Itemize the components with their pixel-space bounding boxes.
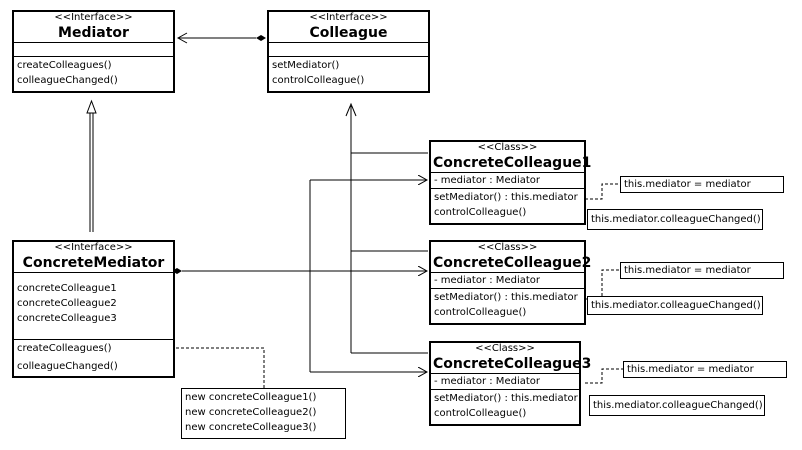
methods-section: createColleagues() colleagueChanged() xyxy=(14,56,173,88)
mediator-colleague-arrows xyxy=(172,180,427,372)
method: colleagueChanged() xyxy=(17,361,118,372)
stereotype: <<Class>> xyxy=(475,343,535,354)
note-cc2-colleague-changed: this.mediator.colleagueChanged() xyxy=(587,296,763,315)
methods-section: setMediator() : this.mediator controlCol… xyxy=(431,389,579,421)
method: controlColleague() xyxy=(272,75,365,86)
attributes-section: concreteColleague1 concreteColleague2 co… xyxy=(14,272,173,339)
methods-section: setMediator() : this.mediator controlCol… xyxy=(431,188,584,220)
methods-section: createColleagues() colleagueChanged() xyxy=(14,339,173,374)
note-line: new concreteColleague1() xyxy=(185,392,317,403)
concrete-mediator-class: <<Interface>> ConcreteMediator concreteC… xyxy=(12,240,175,378)
method: controlColleague() xyxy=(434,207,527,218)
method: setMediator() : this.mediator xyxy=(434,393,578,404)
attributes-section: - mediator : Mediator xyxy=(431,272,584,288)
attribute: concreteColleague3 xyxy=(17,313,117,324)
method: setMediator() : this.mediator xyxy=(434,292,578,303)
note-cc1-colleague-changed: this.mediator.colleagueChanged() xyxy=(587,209,763,230)
attributes-section xyxy=(14,42,173,56)
colleague-class: <<Interface>> Colleague setMediator() co… xyxy=(267,10,430,93)
colleague-inheritance-line xyxy=(345,102,428,354)
attributes-section: - mediator : Mediator xyxy=(431,373,579,389)
method: createColleagues() xyxy=(17,60,112,71)
concrete-mediator-realization xyxy=(86,99,97,232)
note-cc3-colleague-changed: this.mediator.colleagueChanged() xyxy=(589,395,765,416)
method: setMediator() xyxy=(272,60,340,71)
stereotype: <<Interface>> xyxy=(309,12,388,23)
stereotype: <<Class>> xyxy=(477,142,538,153)
mediator-colleague-association xyxy=(176,32,266,44)
note-cc3-set-mediator: this.mediator = mediator xyxy=(623,361,787,378)
class-name: Colleague xyxy=(309,25,388,41)
methods-section: setMediator() : this.mediator controlCol… xyxy=(431,288,584,320)
note-line: new concreteColleague3() xyxy=(185,422,317,433)
concrete-colleague3-class: <<Class>> ConcreteColleague3 - mediator … xyxy=(429,341,592,426)
note-create-colleagues: new concreteColleague1() new concreteCol… xyxy=(181,388,346,439)
methods-section: setMediator() controlColleague() xyxy=(269,56,428,88)
attribute: concreteColleague2 xyxy=(17,298,117,309)
note-cc2-set-mediator: this.mediator = mediator xyxy=(620,262,784,279)
attribute: concreteColleague1 xyxy=(17,283,117,294)
method: controlColleague() xyxy=(434,408,527,419)
class-name: ConcreteColleague3 xyxy=(433,356,592,372)
note-cc1-set-mediator: this.mediator = mediator xyxy=(620,176,784,193)
stereotype: <<Class>> xyxy=(477,242,538,253)
method: colleagueChanged() xyxy=(17,75,118,86)
class-name: ConcreteMediator xyxy=(22,255,165,271)
class-name: ConcreteColleague1 xyxy=(433,155,592,171)
mediator-class: <<Interface>> Mediator createColleagues(… xyxy=(12,10,175,93)
method: setMediator() : this.mediator xyxy=(434,192,578,203)
note-line: new concreteColleague2() xyxy=(185,407,317,418)
class-name: Mediator xyxy=(58,25,129,41)
concrete-colleague1-class: <<Class>> ConcreteColleague1 - mediator … xyxy=(429,140,592,225)
class-name: ConcreteColleague2 xyxy=(433,255,592,271)
stereotype: <<Interface>> xyxy=(54,242,133,253)
method: controlColleague() xyxy=(434,307,527,318)
attributes-section xyxy=(269,42,428,56)
method: createColleagues() xyxy=(17,343,112,354)
attributes-section: - mediator : Mediator xyxy=(431,172,584,188)
stereotype: <<Interface>> xyxy=(54,12,133,23)
concrete-colleague2-class: <<Class>> ConcreteColleague2 - mediator … xyxy=(429,240,592,325)
note-connectors xyxy=(171,183,623,388)
